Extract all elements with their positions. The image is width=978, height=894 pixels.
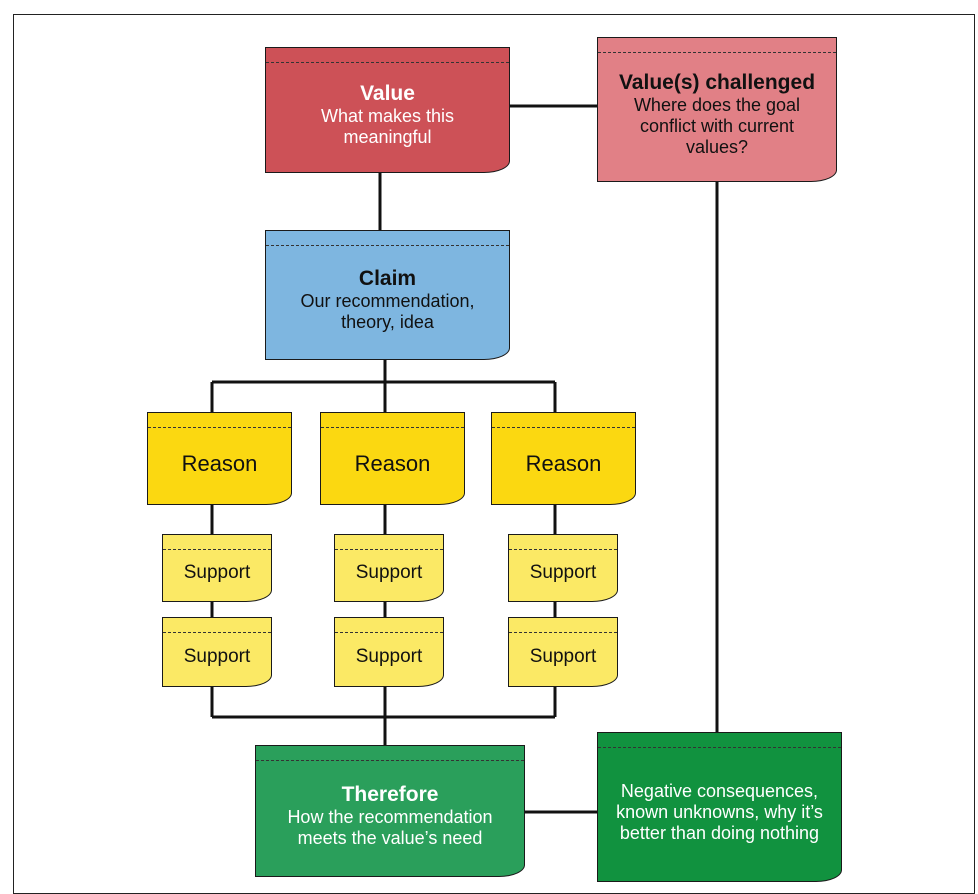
negative-body: Negative consequences, known unknowns, w… [616, 780, 823, 843]
challenged-body: Where does the goal conflict with curren… [633, 95, 801, 157]
support-note: Support [162, 617, 272, 687]
support-label: Support [355, 562, 423, 583]
support-note: Support [508, 534, 618, 602]
support-note: Support [334, 534, 444, 602]
reason-note-1: Reason [147, 412, 292, 505]
claim-body: Our recommendation, theory, idea [300, 291, 475, 332]
support-label: Support [355, 646, 423, 667]
negative-consequences-note: Negative consequences, known unknowns, w… [597, 732, 842, 882]
value-title: Value [360, 82, 415, 105]
therefore-title: Therefore [341, 783, 439, 806]
therefore-note: Therefore How the recommendation meets t… [255, 745, 525, 877]
reason-label: Reason [525, 450, 602, 476]
value-note: Value What makes this meaningful [265, 47, 510, 173]
challenged-note: Value(s) challenged Where does the goal … [597, 37, 837, 182]
reason-label: Reason [354, 450, 431, 476]
claim-title: Claim [358, 267, 417, 290]
reason-note-2: Reason [320, 412, 465, 505]
support-label: Support [183, 562, 251, 583]
challenged-title: Value(s) challenged [618, 71, 816, 94]
support-label: Support [183, 646, 251, 667]
claim-note: Claim Our recommendation, theory, idea [265, 230, 510, 360]
reason-note-3: Reason [491, 412, 636, 505]
support-label: Support [529, 562, 597, 583]
support-note: Support [334, 617, 444, 687]
support-label: Support [529, 646, 597, 667]
reason-label: Reason [181, 450, 258, 476]
value-body: What makes this meaningful [320, 106, 455, 147]
support-note: Support [162, 534, 272, 602]
support-note: Support [508, 617, 618, 687]
therefore-body: How the recommendation meets the value’s… [287, 807, 493, 848]
